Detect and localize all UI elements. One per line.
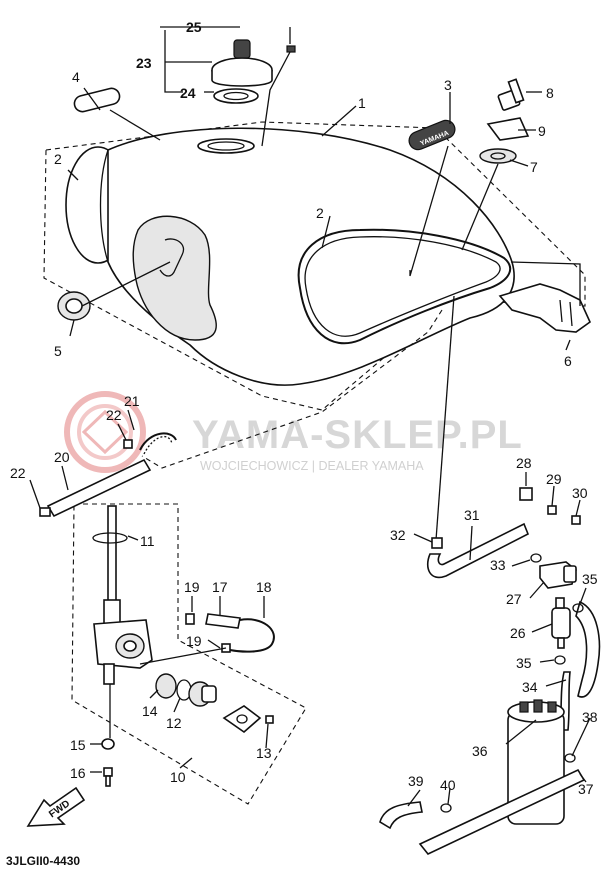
leader-lines-right (407, 472, 591, 807)
callout-18: 18 (256, 579, 272, 595)
callout-7: 7 (530, 159, 538, 175)
leader-lines-middle-left (29, 409, 269, 773)
part-35-clip-upper (572, 603, 584, 613)
part-17-pipe (205, 613, 241, 629)
callout-17: 17 (212, 579, 228, 595)
callout-19-a: 19 (184, 579, 200, 595)
parts-28-29-30 (519, 487, 581, 525)
callout-20: 20 (54, 449, 70, 465)
callout-14: 14 (142, 703, 158, 719)
callout-6: 6 (564, 353, 572, 369)
callout-39: 39 (408, 773, 424, 789)
callout-4: 4 (72, 69, 80, 85)
part-38-clip (564, 753, 576, 763)
part-21-spring-hose (139, 432, 177, 455)
part-32-clip (431, 537, 443, 549)
part-15-washer (101, 738, 115, 750)
callout-2-b: 2 (316, 205, 324, 221)
watermark: YAMA-SKLEP.PL WOJCIECHOWICZ | DEALER YAM… (64, 391, 523, 473)
callout-3: 3 (444, 77, 452, 93)
part-14-gasket (155, 673, 177, 699)
callout-24: 24 (180, 85, 196, 101)
part-40-clip (440, 803, 452, 813)
callout-11: 11 (140, 533, 155, 549)
part-33-clip (530, 553, 542, 563)
lever-plate (222, 705, 262, 734)
callout-10: 10 (170, 769, 186, 785)
callout-2-a: 2 (54, 151, 62, 167)
fuel-cap (211, 39, 296, 104)
part-12-knob (188, 681, 217, 707)
callout-8: 8 (546, 85, 554, 101)
callout-9: 9 (538, 123, 546, 139)
fwd-arrow-icon: FWD (26, 786, 86, 827)
callout-35-a: 35 (582, 571, 598, 587)
callout-26: 26 (510, 625, 526, 641)
callout-15: 15 (70, 737, 86, 753)
connection-line-tank-to-part32 (435, 295, 455, 541)
callout-22-a: 22 (106, 407, 122, 423)
watermark-logo-icon (64, 391, 146, 473)
callout-30: 30 (572, 485, 588, 501)
callout-labels: 25 23 24 4 1 3 8 9 7 2 2 5 6 21 22 20 22… (10, 19, 598, 797)
callout-38: 38 (582, 709, 598, 725)
callout-32: 32 (390, 527, 406, 543)
part-19-clip-a (185, 613, 195, 625)
part-39-hose (379, 801, 423, 830)
callout-13: 13 (256, 745, 272, 761)
leader-lines-upper (67, 26, 581, 351)
part-5-nut (57, 291, 91, 321)
part-9-bracket (486, 117, 530, 141)
part-8-bolt (497, 78, 525, 111)
callout-1: 1 (358, 95, 366, 111)
connection-line-to-hose (141, 309, 443, 469)
fuel-cock-group-outline (71, 503, 307, 805)
callout-28: 28 (516, 455, 532, 471)
part-16-screw (103, 767, 113, 787)
callout-31: 31 (464, 507, 480, 523)
callout-21: 21 (124, 393, 140, 409)
part-6-bracket (498, 283, 592, 333)
diagram-code: 3JLGII0-4430 (6, 854, 80, 868)
fuel-cock (92, 505, 153, 685)
callout-34: 34 (522, 679, 538, 695)
part-31-hose (426, 522, 530, 579)
callout-29: 29 (546, 471, 562, 487)
part-13-screw (265, 715, 274, 724)
watermark-brand: YAMA-SKLEP.PL (192, 413, 523, 457)
part-27-valve (539, 561, 577, 589)
part-22-clip-lower (39, 507, 51, 517)
callout-25: 25 (186, 19, 202, 35)
part-20-hose (46, 458, 152, 518)
part-35-clip-lower (554, 655, 566, 665)
callout-22-b: 22 (10, 465, 26, 481)
callout-36: 36 (472, 743, 488, 759)
watermark-subtitle: WOJCIECHOWICZ | DEALER YAMAHA (200, 459, 424, 473)
callout-19-b: 19 (186, 633, 202, 649)
part-35-hose-right (575, 600, 601, 698)
callout-12: 12 (166, 715, 182, 731)
callout-37: 37 (578, 781, 594, 797)
part-7-damper (479, 148, 517, 164)
part-18-spring-hose (229, 618, 275, 653)
fuel-tank (65, 127, 515, 386)
callout-23: 23 (136, 55, 152, 71)
part-22-clip-upper (123, 439, 133, 449)
callout-40: 40 (440, 777, 456, 793)
callout-27: 27 (506, 591, 522, 607)
part-26-filter (551, 597, 571, 649)
callout-5: 5 (54, 343, 62, 359)
callout-16: 16 (70, 765, 86, 781)
part-4-emblem (73, 87, 121, 113)
callout-33: 33 (490, 557, 506, 573)
callout-35-b: 35 (516, 655, 532, 671)
